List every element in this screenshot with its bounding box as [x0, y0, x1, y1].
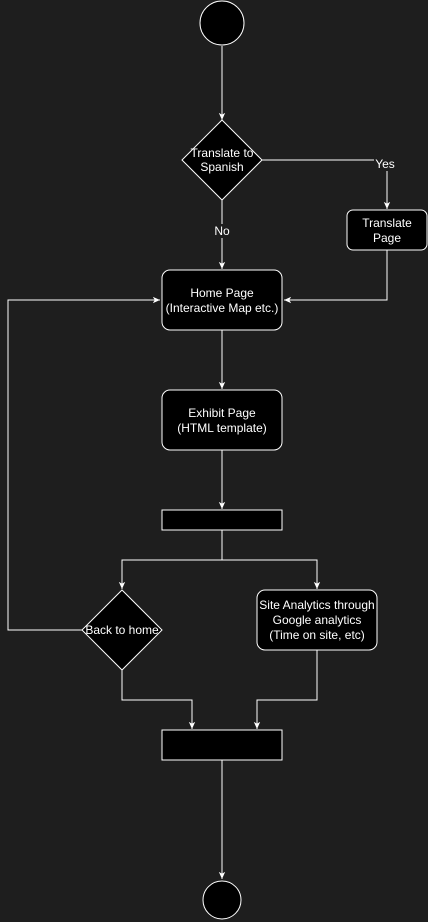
svg-text:(HTML template): (HTML template) — [177, 421, 267, 435]
svg-text:Google analytics: Google analytics — [273, 613, 362, 627]
back-home-decision-node: Back to home — [81, 589, 163, 671]
home-page-node: Home Page (Interactive Map etc.) — [161, 269, 283, 331]
svg-text:Site Analytics through: Site Analytics through — [259, 598, 374, 612]
edge-fork-to-analytics — [222, 559, 321, 589]
end-node — [202, 880, 242, 920]
svg-text:Page: Page — [373, 231, 401, 245]
svg-text:(Interactive Map etc.): (Interactive Map etc.) — [166, 301, 279, 315]
edge-back-home-loop — [7, 296, 160, 631]
start-node — [199, 0, 245, 46]
translate-decision-node: Translate to Spanish — [181, 119, 263, 201]
edge-translate-yes — [262, 159, 391, 209]
svg-text:Home Page: Home Page — [190, 286, 254, 300]
svg-text:Translate: Translate — [362, 216, 412, 230]
svg-text:Translate to: Translate to — [191, 146, 254, 160]
svg-text:(Time on site, etc): (Time on site, etc) — [269, 628, 365, 642]
svg-text:Yes: Yes — [375, 157, 395, 171]
svg-text:Spanish: Spanish — [200, 160, 243, 174]
edge-back-home-to-join — [121, 670, 196, 729]
fork-bar — [161, 509, 283, 531]
edge-analytics-to-join — [253, 650, 318, 729]
svg-text:No: No — [214, 224, 230, 238]
svg-text:Back to home: Back to home — [85, 623, 159, 637]
translate-page-node: Translate Page — [346, 209, 428, 251]
edge-label-yes: Yes — [374, 157, 396, 171]
edge-label-no: No — [212, 224, 233, 238]
site-analytics-node: Site Analytics through Google analytics … — [256, 589, 378, 651]
svg-text:Exhibit Page: Exhibit Page — [188, 406, 256, 420]
exhibit-page-node: Exhibit Page (HTML template) — [161, 389, 283, 451]
edge-translate-page-to-home — [284, 250, 388, 304]
join-bar — [161, 729, 283, 761]
edge-fork-to-back-home — [118, 559, 222, 589]
